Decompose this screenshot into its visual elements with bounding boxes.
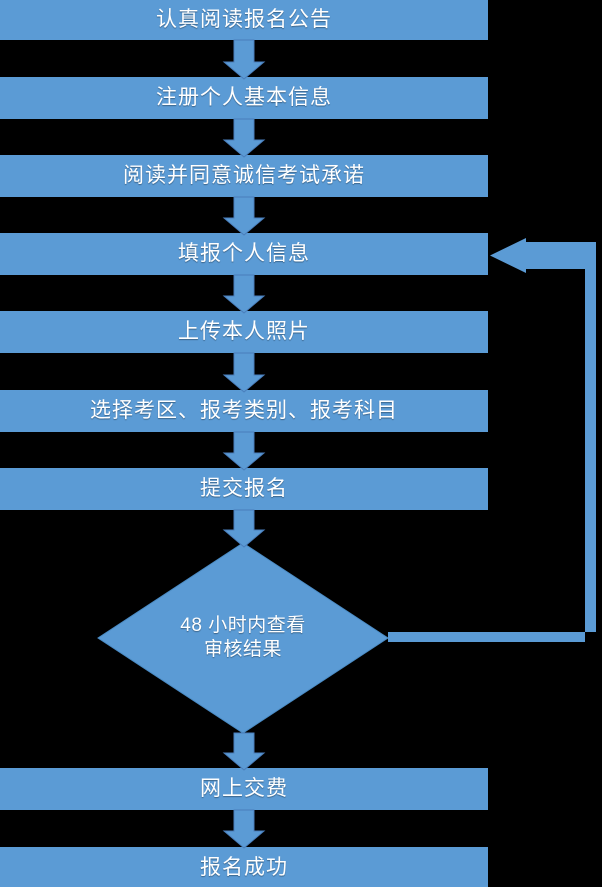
node-check-review-result[interactable]	[97, 542, 389, 734]
node-online-payment[interactable]	[0, 768, 488, 810]
arrow-decision-to-payment-icon	[222, 732, 266, 771]
arrow-select-to-submit-icon	[222, 431, 266, 471]
node-fill-personal-info[interactable]	[0, 233, 488, 275]
node-registration-success[interactable]	[0, 847, 488, 887]
node-submit-application[interactable]	[0, 468, 488, 510]
arrow-payment-to-success-icon	[222, 809, 266, 849]
arrow-fill-to-upload-icon	[222, 274, 266, 314]
arrow-pledge-to-fill-icon	[222, 196, 266, 236]
arrow-submit-to-decision-icon	[222, 509, 266, 548]
arrow-upload-to-select-icon	[222, 352, 266, 393]
arrow-register-to-pledge-icon	[222, 118, 266, 158]
node-register-basic-info[interactable]	[0, 77, 488, 119]
arrow-feedback-loop-icon	[388, 238, 596, 642]
arrow-read-to-register-icon	[222, 39, 266, 80]
node-read-announcement[interactable]	[0, 0, 488, 40]
node-upload-photo[interactable]	[0, 311, 488, 353]
node-select-exam-options[interactable]	[0, 390, 488, 432]
node-agree-integrity-pledge[interactable]	[0, 155, 488, 197]
